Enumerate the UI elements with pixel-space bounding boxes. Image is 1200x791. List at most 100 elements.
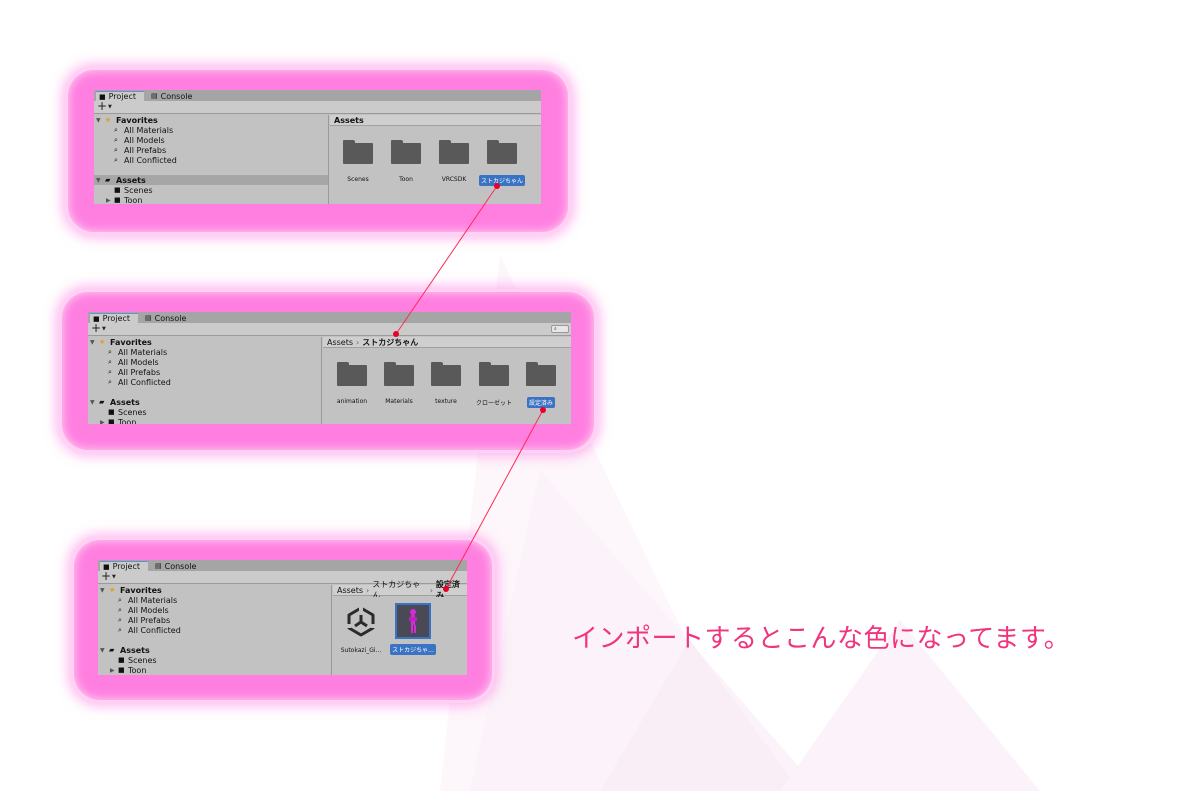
tree-folder-scenes[interactable]: ■ Scenes (108, 407, 147, 417)
folder-icon: ■ (118, 656, 125, 664)
folder-item[interactable]: Scenes (334, 140, 382, 184)
tab-project[interactable]: ■Project (100, 561, 148, 571)
search-icon: ⌕ (554, 326, 557, 332)
search-icon: ⌕ (118, 595, 122, 604)
plus-icon[interactable]: + (97, 99, 108, 113)
folder-item[interactable]: VRCSDK (430, 140, 478, 184)
asset-grid: Scenes Toon VRCSDK ストカジちゃん (330, 127, 541, 204)
search-icon: ⌕ (108, 347, 112, 356)
tree-favorite-item[interactable]: ⌕ All Materials (118, 595, 178, 605)
tab-bar: ■Project ▤Console (98, 560, 467, 571)
tab-project[interactable]: ■Project (96, 91, 144, 101)
tree-favorites[interactable]: ▼ ★ Favorites (90, 337, 152, 347)
breadcrumb-item[interactable]: Assets (334, 115, 364, 125)
dropdown-arrow-icon[interactable]: ▼ (112, 574, 116, 580)
expand-arrow-icon[interactable]: ▼ (100, 646, 105, 654)
search-icon: ⌕ (118, 605, 122, 614)
folder-item[interactable]: Materials (375, 362, 423, 406)
tree-favorite-item[interactable]: ⌕ All Prefabs (114, 145, 167, 155)
expand-arrow-icon[interactable]: ▶ (106, 196, 111, 204)
folder-item[interactable]: クローゼット (470, 362, 518, 408)
tree-favorite-item[interactable]: ⌕ All Conflicted (108, 377, 171, 387)
tree-favorite-item[interactable]: ⌕ All Materials (108, 347, 168, 357)
project-window-1: ■Project ▤Console + ▼ ▼ ★ Favorites ⌕ Al… (94, 90, 541, 204)
scene-item[interactable]: Sutokazi_Gi... (333, 605, 389, 655)
tree-assets[interactable]: ▼ ▰ Assets (90, 397, 140, 407)
breadcrumb-item[interactable]: Assets (337, 585, 364, 595)
tree-assets[interactable]: ▼ ▰ Assets (100, 645, 150, 655)
breadcrumb-item[interactable]: ストカジちゃん (362, 337, 419, 347)
tree-favorite-item[interactable]: ⌕ All Models (114, 135, 165, 145)
chevron-right-icon: › (356, 337, 360, 347)
folder-item-selected[interactable]: 設定済み (517, 362, 565, 408)
search-icon: ⌕ (114, 135, 118, 144)
tree-folder-toon[interactable]: ▶ ■ Toon (100, 417, 137, 425)
breadcrumb-item[interactable]: ストカジちゃん (372, 580, 421, 600)
tree-favorite-item[interactable]: ⌕ All Models (108, 357, 159, 367)
tree-favorites[interactable]: ▼ ★ Favorites (100, 585, 162, 595)
folder-icon (431, 362, 461, 386)
tree-favorite-item[interactable]: ⌕ All Materials (114, 125, 174, 135)
connector-dot (443, 586, 449, 592)
tab-project[interactable]: ■Project (90, 313, 138, 323)
connector-dot (540, 407, 546, 413)
expand-arrow-icon[interactable]: ▼ (100, 586, 105, 594)
folder-icon: ■ (114, 186, 121, 194)
folder-item[interactable]: animation (328, 362, 376, 406)
folder-open-icon: ▰ (99, 398, 105, 406)
folder-icon: ■ (114, 196, 121, 204)
expand-arrow-icon[interactable]: ▼ (90, 398, 95, 406)
chevron-right-icon: › (366, 585, 370, 595)
tab-console[interactable]: ▤Console (155, 561, 197, 571)
folder-icon: ■ (103, 562, 110, 571)
tree-favorite-item[interactable]: ⌕ All Prefabs (118, 615, 171, 625)
expand-arrow-icon[interactable]: ▶ (100, 418, 105, 425)
search-icon: ⌕ (114, 145, 118, 154)
star-icon: ★ (99, 338, 106, 346)
caption-text: インポートするとこんな色になってます。 (572, 624, 1071, 654)
tree-favorite-item[interactable]: ⌕ All Models (118, 605, 169, 615)
folder-icon (479, 362, 509, 386)
tree-favorite-item[interactable]: ⌕ All Conflicted (118, 625, 181, 635)
expand-arrow-icon[interactable]: ▼ (96, 176, 101, 184)
dropdown-arrow-icon[interactable]: ▼ (102, 326, 106, 332)
connector-line (445, 409, 544, 590)
tree-assets[interactable]: ▼ ▰ Assets (94, 175, 328, 185)
prefab-item-selected[interactable]: ストカジちゃ... (385, 603, 441, 655)
asset-grid: Sutokazi_Gi... ストカジちゃ... (333, 597, 467, 675)
folder-tree: ▼ ★ Favorites ⌕ All Materials ⌕ All Mode… (88, 337, 322, 424)
tree-folder-scenes[interactable]: ■ Scenes (118, 655, 157, 665)
folder-item-selected[interactable]: ストカジちゃん (478, 140, 526, 186)
expand-arrow-icon[interactable]: ▼ (96, 116, 101, 124)
expand-arrow-icon[interactable]: ▼ (90, 338, 95, 346)
expand-arrow-icon[interactable]: ▶ (110, 666, 115, 674)
folder-item[interactable]: Toon (382, 140, 430, 184)
star-icon: ★ (105, 116, 112, 124)
tree-folder-toon[interactable]: ▶ ■ Toon (110, 665, 147, 675)
folder-item[interactable]: texture (422, 362, 470, 406)
plus-icon[interactable]: + (101, 569, 112, 583)
dropdown-arrow-icon[interactable]: ▼ (108, 104, 112, 110)
folder-open-icon: ▰ (109, 646, 115, 654)
folder-icon (343, 140, 373, 164)
folder-icon (391, 140, 421, 164)
toolbar: + ▼ (98, 569, 467, 584)
folder-icon (337, 362, 367, 386)
folder-tree: ▼ ★ Favorites ⌕ All Materials ⌕ All Mode… (94, 115, 329, 204)
tree-folder-toon[interactable]: ▶ ■ Toon (106, 195, 143, 205)
model-thumbnail (395, 603, 431, 639)
folder-icon: ■ (99, 92, 106, 101)
search-icon: ⌕ (114, 125, 118, 134)
tree-folder-scenes[interactable]: ■ Scenes (114, 185, 153, 195)
tab-console[interactable]: ▤Console (151, 91, 193, 101)
search-input[interactable]: ⌕ (551, 325, 569, 333)
search-icon: ⌕ (108, 357, 112, 366)
project-window-2: ■Project ▤Console + ▼ ⌕ ▼ ★ Favorites ⌕ … (88, 312, 571, 424)
breadcrumb-item[interactable]: Assets (327, 337, 354, 347)
plus-icon[interactable]: + (91, 321, 102, 335)
tree-favorite-item[interactable]: ⌕ All Conflicted (114, 155, 177, 165)
tab-console[interactable]: ▤Console (145, 313, 187, 323)
tree-favorites[interactable]: ▼ ★ Favorites (96, 115, 158, 125)
tree-favorite-item[interactable]: ⌕ All Prefabs (108, 367, 161, 377)
